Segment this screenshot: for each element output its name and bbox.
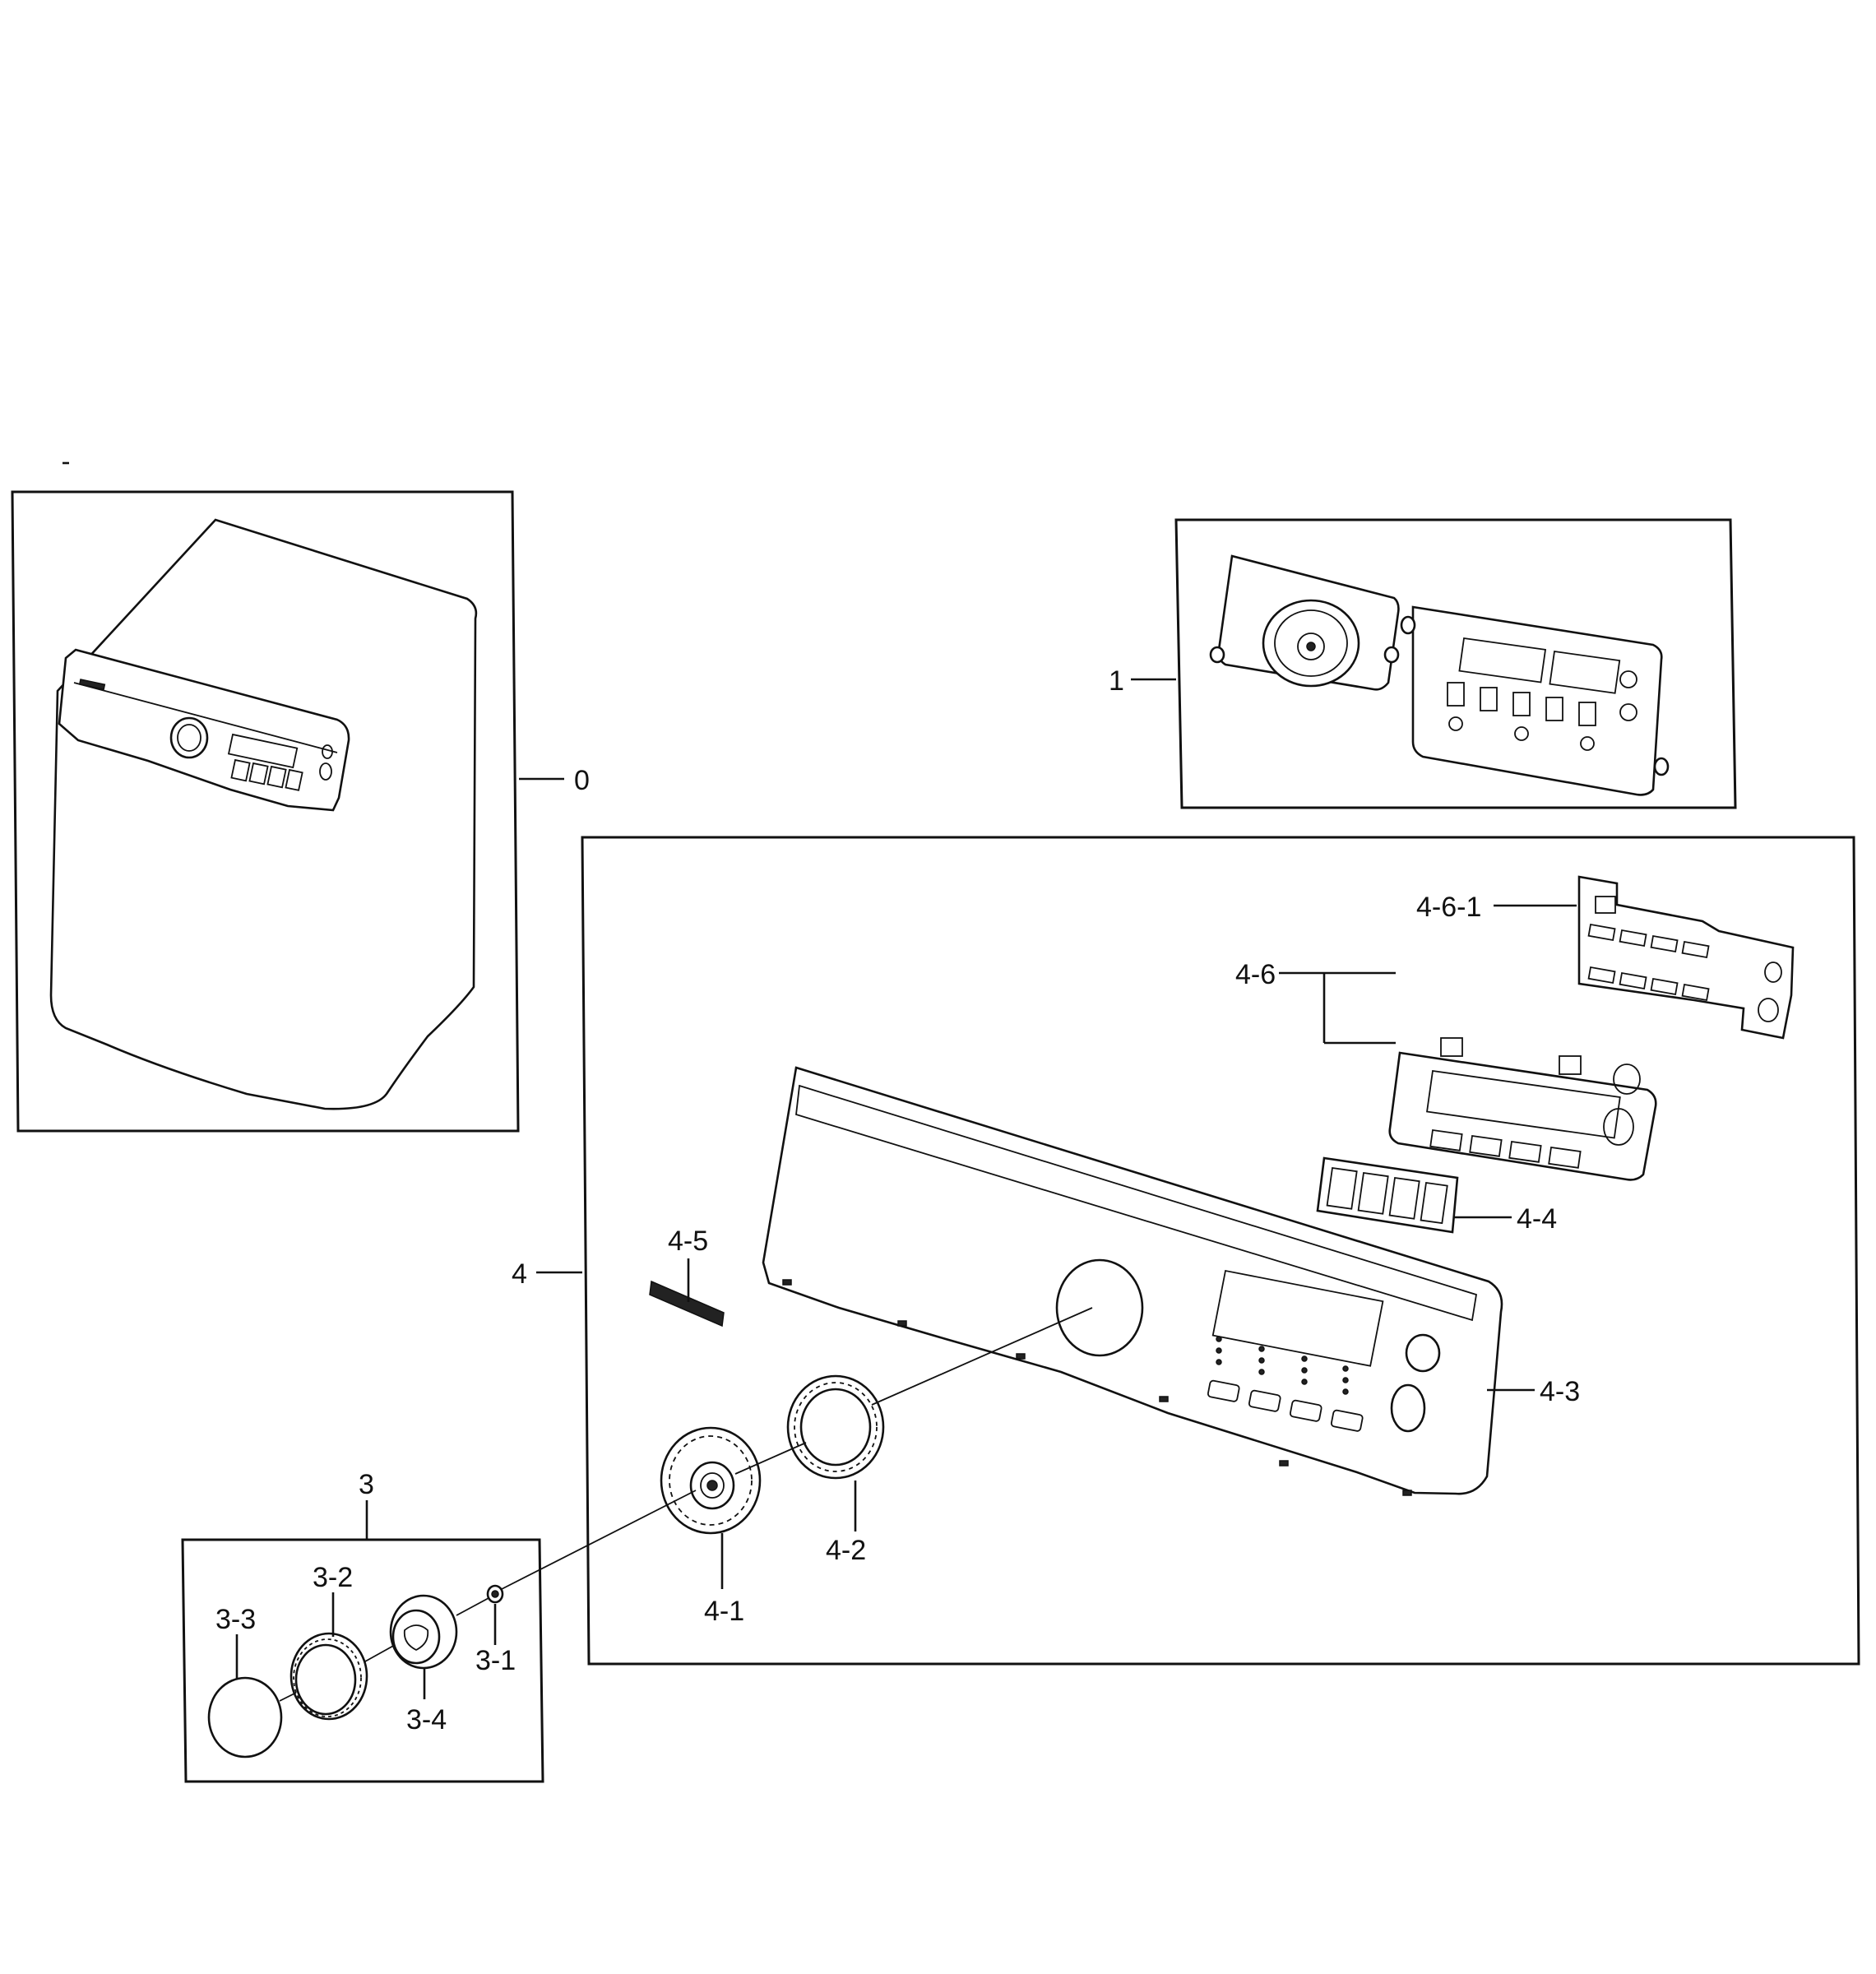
- box-3: [181, 1538, 544, 1783]
- knob-cap-3-3: [207, 1676, 283, 1759]
- label-4-3: 4-3: [1540, 1376, 1580, 1407]
- box-0: [11, 490, 520, 1133]
- bracket-4-6-1: [1577, 875, 1795, 1040]
- box-1: [1174, 518, 1737, 809]
- group-1-pcb-assembly: 1: [1109, 518, 1737, 809]
- label-3-3: 3-3: [215, 1604, 256, 1635]
- knob-base-4-1: [660, 1426, 762, 1535]
- washer-cabinet: [49, 518, 478, 1110]
- label-3-1: 3-1: [475, 1645, 516, 1676]
- label-4-1: 4-1: [704, 1596, 744, 1627]
- axis-line-knob-cap: [501, 1490, 697, 1590]
- group-4-control-panel: 4-3 4-6: [512, 836, 1860, 1666]
- pcb-4-6: [1388, 1037, 1657, 1181]
- nut-3-1: [486, 1584, 504, 1604]
- knob-core-3-4: [389, 1594, 458, 1670]
- label-3-4: 3-4: [406, 1704, 447, 1735]
- group-3-knob: 3-1 3-4 3-2 3-3 3: [181, 1469, 544, 1783]
- label-4-4: 4-4: [1517, 1203, 1557, 1235]
- button-holder-4-4: [1316, 1156, 1459, 1234]
- ring-4-2: [786, 1374, 885, 1480]
- knob-ring-3-2: [290, 1632, 368, 1721]
- axis-line-panel-ring: [871, 1307, 1093, 1406]
- panel-frame-4-3: [762, 1066, 1503, 1496]
- label-3: 3: [359, 1469, 374, 1500]
- axis-line-core-ring: [364, 1644, 396, 1662]
- label-1: 1: [1109, 665, 1124, 697]
- axis-line-ring-knob: [734, 1442, 807, 1475]
- label-4-2: 4-2: [826, 1535, 866, 1566]
- label-4-5: 4-5: [668, 1226, 708, 1257]
- pcb-main-board: [1400, 605, 1670, 796]
- badge-4-5: [649, 1280, 725, 1328]
- box-4: [581, 836, 1860, 1666]
- label-0: 0: [574, 765, 590, 796]
- label-3-2: 3-2: [313, 1562, 353, 1593]
- axis-line-nut-core: [456, 1597, 489, 1616]
- label-4-6: 4-6: [1235, 959, 1276, 990]
- group-0-washer: 0: [11, 490, 590, 1133]
- pcb-knob-module: [1209, 554, 1400, 691]
- label-4: 4: [512, 1258, 527, 1290]
- label-4-6-1: 4-6-1: [1416, 892, 1481, 923]
- axis-line-ring-cap: [279, 1692, 297, 1702]
